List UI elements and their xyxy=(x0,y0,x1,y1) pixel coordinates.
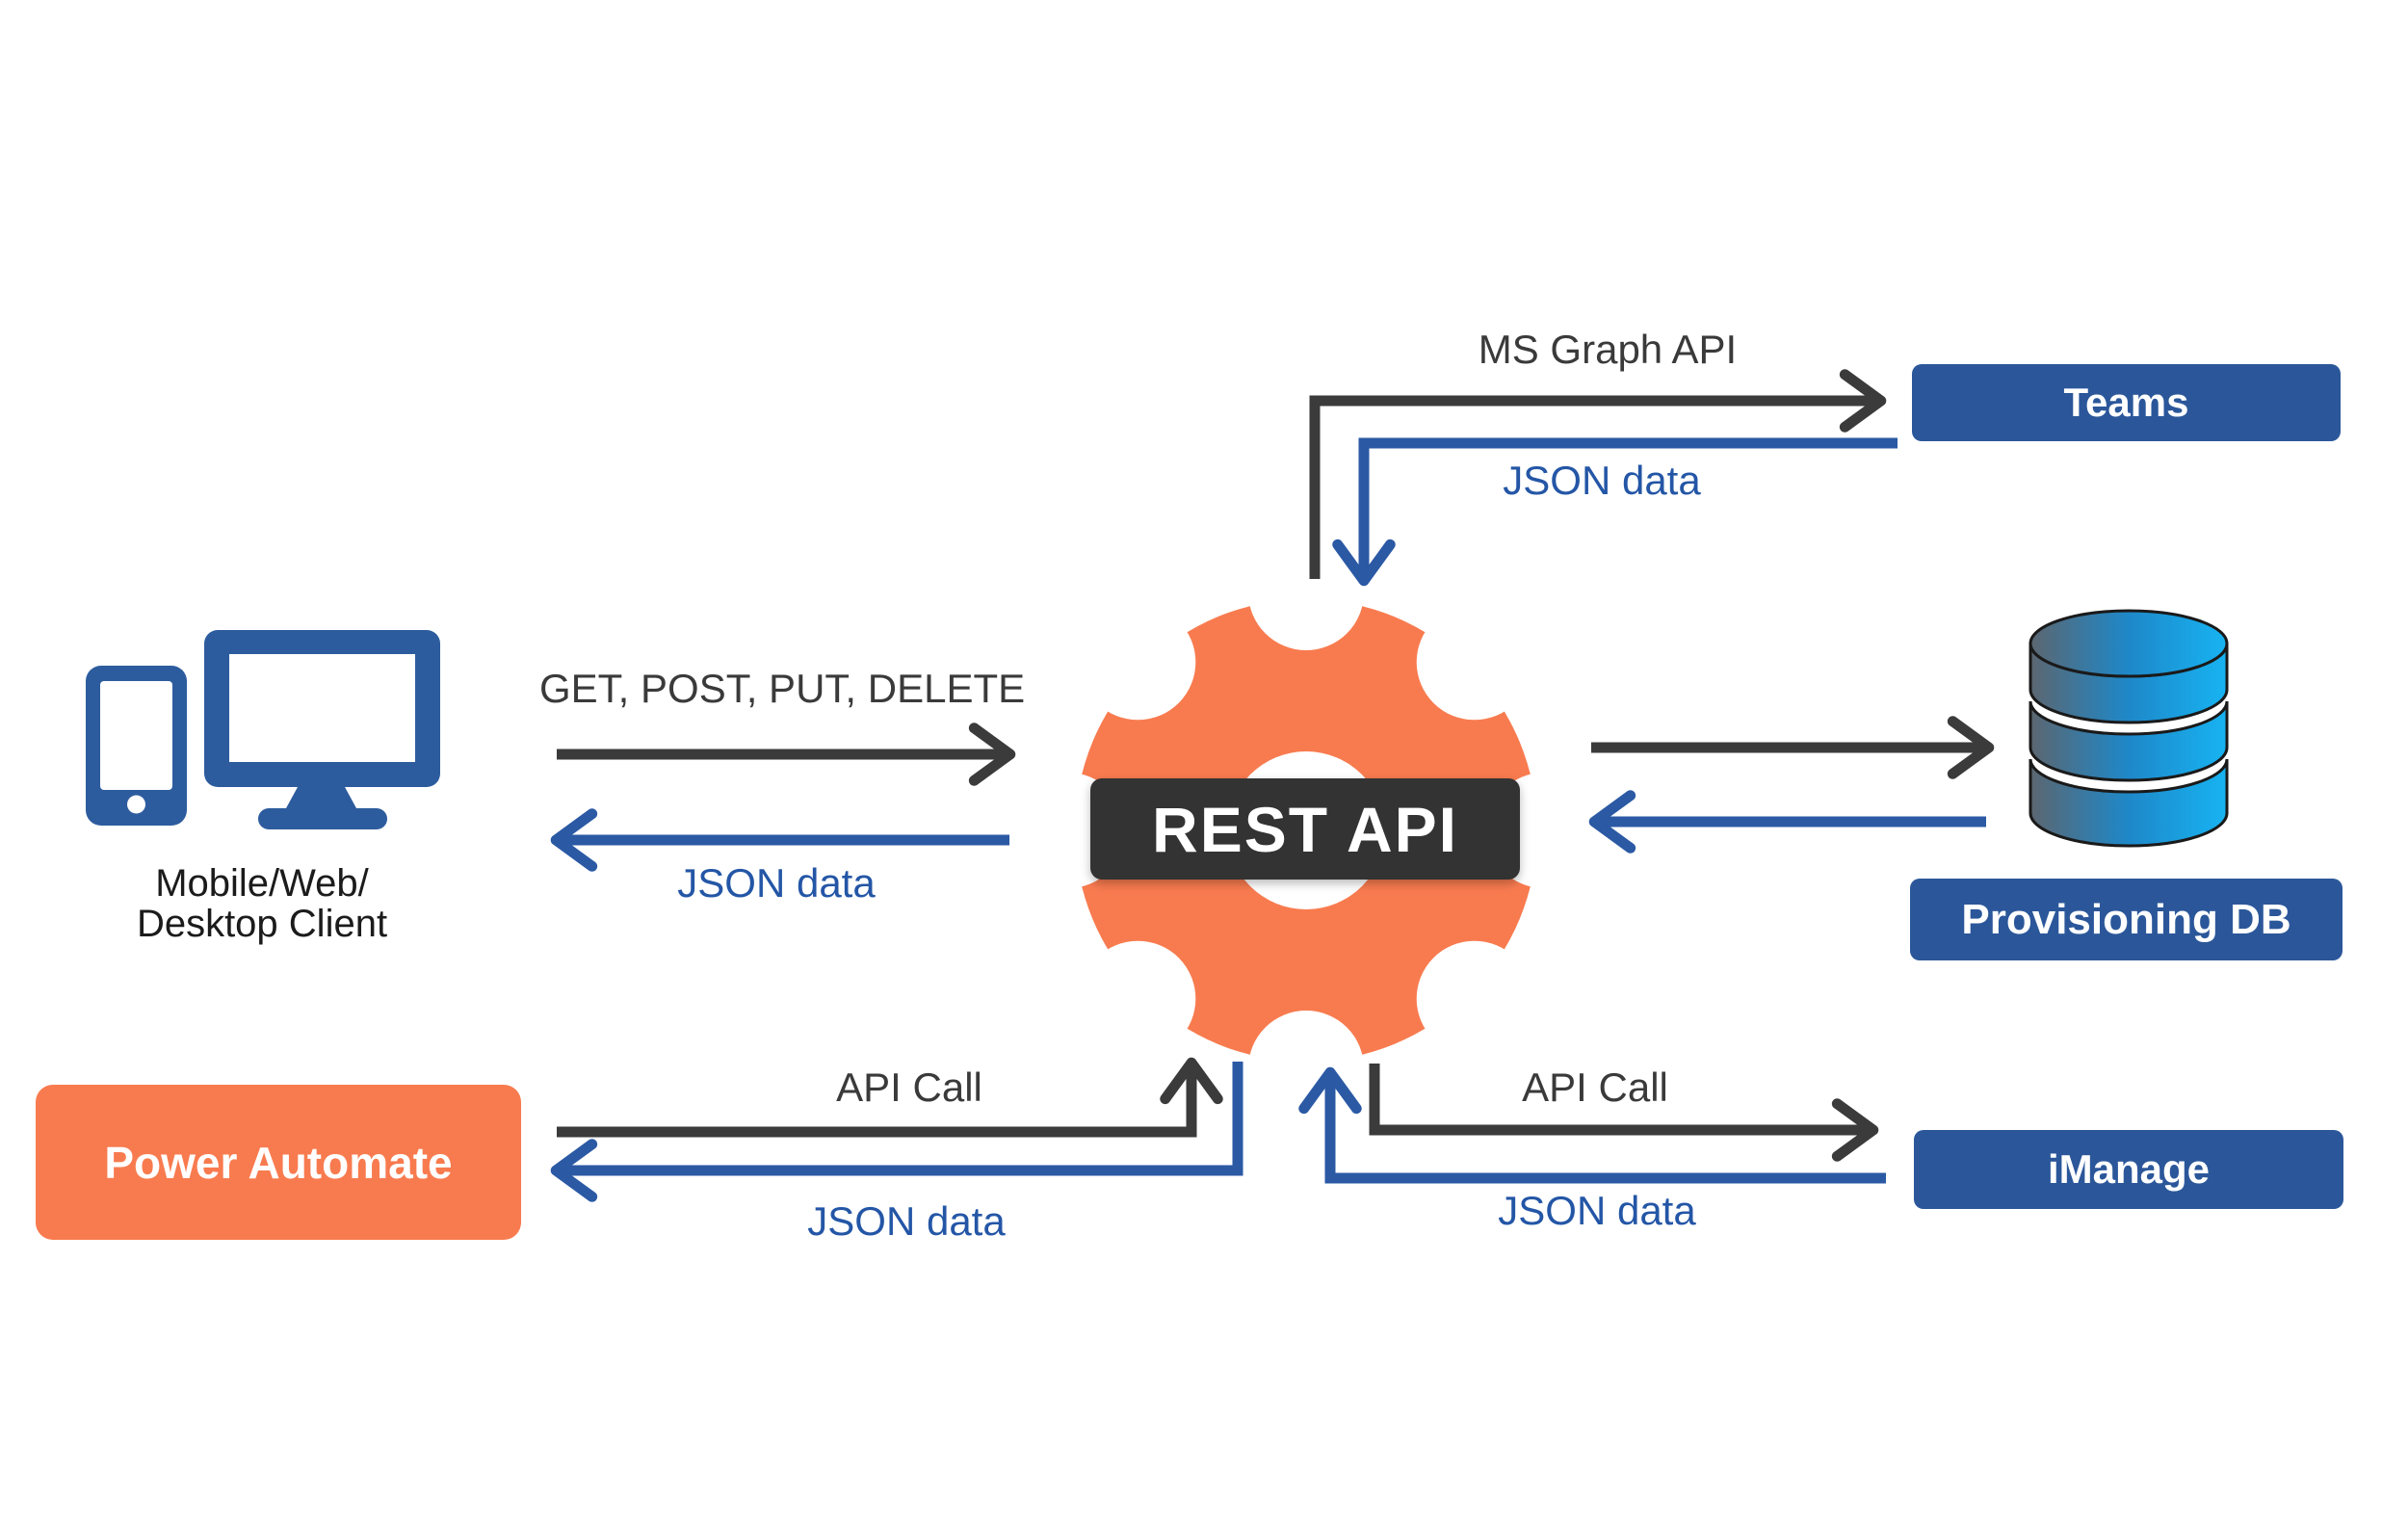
edge-label-client-response: JSON data xyxy=(677,860,876,906)
arrow-api-to-imanage xyxy=(1369,1064,1879,1162)
client-devices-icon xyxy=(86,630,440,829)
edge-label-imanage-response: JSON data xyxy=(1498,1188,1696,1233)
rest-api-label: REST API xyxy=(1152,793,1458,865)
provisioning-db-label: Provisioning DB xyxy=(1961,895,2291,943)
database-icon xyxy=(2028,609,2229,848)
power-automate-node: Power Automate xyxy=(36,1085,521,1240)
rest-api-node: REST API xyxy=(1090,778,1520,880)
mobile-phone-icon xyxy=(86,666,187,826)
edge-label-teams-request: MS Graph API xyxy=(1478,327,1738,372)
client-label-line1: Mobile/Web/ xyxy=(155,862,369,905)
client-node-label: Mobile/Web/ Desktop Client xyxy=(58,863,466,944)
edge-label-teams-response: JSON data xyxy=(1503,458,1701,503)
edge-label-power-response: JSON data xyxy=(807,1198,1006,1244)
imanage-node: iManage xyxy=(1914,1130,2343,1209)
arrow-imanage-to-api xyxy=(1298,1066,1886,1184)
arrow-api-to-power xyxy=(550,1062,1243,1202)
edge-label-client-request: GET, POST, PUT, DELETE xyxy=(539,666,1026,711)
teams-node: Teams xyxy=(1912,364,2341,441)
provisioning-db-node: Provisioning DB xyxy=(1910,879,2343,960)
power-automate-label: Power Automate xyxy=(104,1137,453,1188)
imanage-label: iManage xyxy=(2047,1146,2211,1192)
teams-label: Teams xyxy=(2063,380,2189,425)
client-label-line2: Desktop Client xyxy=(136,903,388,945)
edge-label-power-request: API Call xyxy=(836,1064,982,1110)
arrow-api-to-teams xyxy=(1309,369,1887,579)
arrow-power-to-api xyxy=(557,1057,1223,1138)
edge-label-imanage-request: API Call xyxy=(1522,1064,1668,1110)
arrow-teams-to-api xyxy=(1332,437,1898,587)
desktop-monitor-icon xyxy=(204,630,440,829)
